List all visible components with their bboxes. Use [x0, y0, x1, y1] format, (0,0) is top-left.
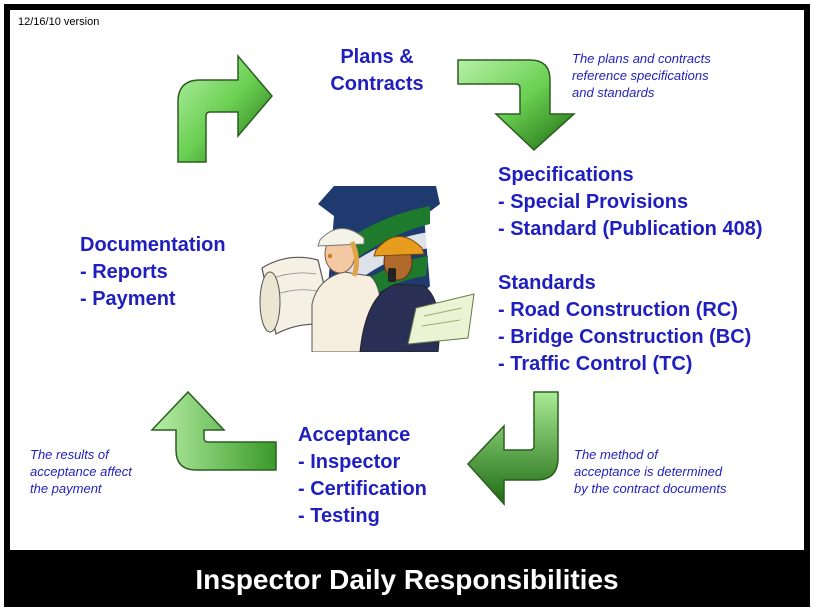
acceptance-block: Acceptance - Inspector - Certification -…	[298, 422, 427, 530]
plans-line-1: Plans &	[340, 46, 414, 68]
specifications-item: - Standard (Publication 408)	[498, 218, 763, 240]
note-plans-line: and standards	[572, 85, 655, 100]
version-label: 12/16/10 version	[18, 16, 100, 28]
acceptance-item: - Testing	[298, 505, 380, 527]
note-acceptance-line: The method of	[574, 447, 658, 462]
acceptance-item: - Certification	[298, 478, 427, 500]
note-results-line: the payment	[30, 481, 102, 496]
note-acceptance-line: by the contract documents	[574, 481, 727, 496]
slide-canvas: 12/16/10 version	[10, 10, 804, 550]
note-results-line: acceptance affect	[30, 464, 132, 479]
documentation-block: Documentation - Reports - Payment	[80, 232, 226, 313]
note-results: The results of acceptance affect the pay…	[30, 446, 132, 497]
plans-contracts-heading: Plans & Contracts	[322, 44, 432, 98]
standards-heading: Standards	[498, 272, 596, 294]
note-plans: The plans and contracts reference specif…	[572, 50, 711, 101]
specifications-heading: Specifications	[498, 164, 634, 186]
documentation-item: - Payment	[80, 288, 176, 310]
arrow-docs-to-plans	[177, 53, 273, 163]
standards-item: - Road Construction (RC)	[498, 299, 738, 321]
inspectors-illustration	[259, 186, 475, 352]
standards-block: Standards - Road Construction (RC) - Bri…	[498, 270, 751, 378]
arrow-plans-to-specs	[457, 59, 576, 152]
arrow-standards-to-acceptance	[466, 391, 559, 506]
standards-item: - Bridge Construction (BC)	[498, 326, 752, 348]
acceptance-item: - Inspector	[298, 451, 401, 473]
specifications-block: Specifications - Special Provisions - St…	[498, 162, 762, 243]
standards-item: - Traffic Control (TC)	[498, 353, 693, 375]
slide-frame: 12/16/10 version	[4, 4, 810, 607]
plans-line-2: Contracts	[330, 73, 424, 95]
note-acceptance-line: acceptance is determined	[574, 464, 723, 479]
note-plans-line: The plans and contracts	[572, 51, 711, 66]
acceptance-heading: Acceptance	[298, 424, 411, 446]
note-acceptance: The method of acceptance is determined b…	[574, 446, 726, 497]
specifications-item: - Special Provisions	[498, 191, 689, 213]
plan-sheet-icon	[407, 293, 475, 345]
documentation-heading: Documentation	[80, 234, 226, 256]
footer-title: Inspector Daily Responsibilities	[195, 563, 619, 595]
note-plans-line: reference specifications	[572, 68, 709, 83]
arrow-acceptance-to-docs	[150, 390, 277, 471]
documentation-item: - Reports	[80, 261, 168, 283]
note-results-line: The results of	[30, 447, 109, 462]
cycle-arrows	[150, 53, 576, 506]
